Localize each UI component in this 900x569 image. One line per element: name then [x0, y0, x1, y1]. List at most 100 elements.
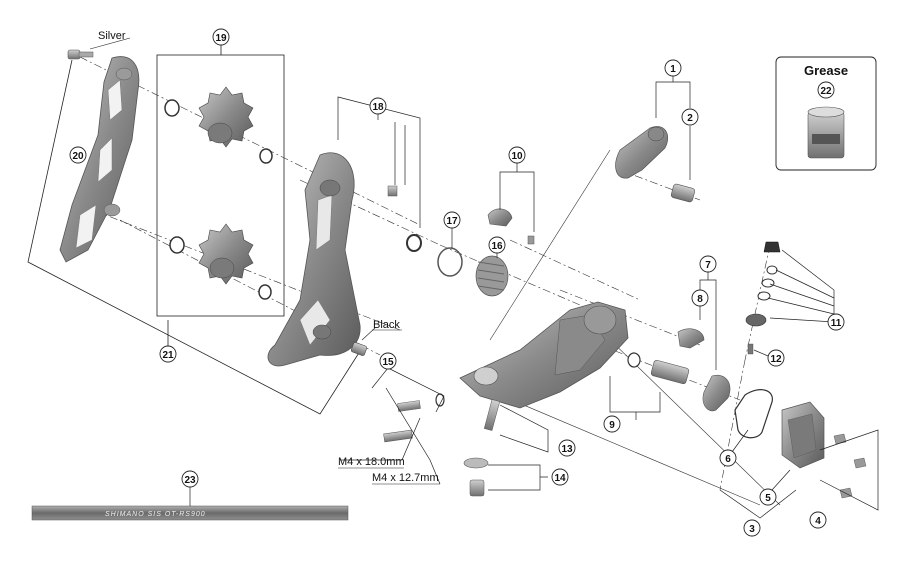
callout-8: 8: [697, 294, 703, 305]
callout-circle-8: [691, 289, 709, 307]
grease-jar: [807, 106, 845, 159]
callout-16: 16: [491, 241, 503, 252]
callout-10: 10: [511, 151, 523, 162]
callout-circle-13: [558, 439, 576, 457]
callout-circle-5: [759, 488, 777, 506]
callout-23: 23: [184, 475, 196, 486]
callout-circle-15: [379, 352, 397, 370]
callout-circle-19: [212, 28, 230, 46]
m4-18-label: M4 x 18.0mm: [338, 456, 405, 468]
upper-pulley: [164, 86, 273, 164]
callout-14: 14: [554, 473, 566, 484]
callout-numbers: 1 2 3 4 5 6 7 8 9 10 11 12 13 14 15 16 1…: [72, 33, 841, 535]
part-1-bracket-arm: [615, 126, 669, 179]
stack-11: [745, 241, 781, 327]
callout-circle-6: [719, 449, 737, 467]
screws-4: [833, 433, 867, 499]
callout-12: 12: [770, 354, 782, 365]
callout-circle-1: [664, 59, 682, 77]
bracket-4: [819, 429, 879, 511]
callout-circle-10: [508, 146, 526, 164]
bracket-14: [488, 464, 548, 491]
callout-6: 6: [725, 454, 731, 465]
outer-plate-20: [59, 56, 140, 263]
callout-circle-14: [551, 468, 569, 486]
thin-lines: [489, 149, 781, 506]
washer-18: [406, 234, 422, 252]
callout-9: 9: [609, 420, 615, 431]
callout-circle-21: [159, 345, 177, 363]
spring-ring-17: [437, 247, 463, 277]
callout-circle-22: [817, 81, 835, 99]
black-label: Black: [373, 319, 400, 331]
main-body: [459, 301, 629, 409]
leader-5: [771, 469, 791, 491]
bolts-15: [383, 393, 445, 443]
callout-circle-4: [809, 511, 827, 529]
callout-circle-2: [681, 108, 699, 126]
bracket-19-box: [156, 54, 285, 317]
inner-plate-18: [267, 152, 361, 367]
callout-13: 13: [561, 444, 573, 455]
callout-2: 2: [687, 113, 693, 124]
pin-12: [747, 343, 754, 355]
callout-4: 4: [815, 516, 821, 527]
spring-16: [475, 255, 509, 297]
cable-text: SHIMANO SIS OT-RS900: [105, 511, 206, 518]
bolt-13: [483, 399, 501, 431]
callout-circle-7: [699, 255, 717, 273]
bracket-11: [767, 249, 835, 323]
lower-pulley: [169, 223, 272, 300]
cover-3: [781, 401, 825, 469]
bracket-1-2: [655, 76, 691, 180]
callout-circle-17: [443, 211, 461, 229]
part-8: [677, 328, 705, 349]
callout-1: 1: [670, 64, 676, 75]
bracket-15: [371, 367, 445, 413]
axis-lines: [79, 56, 771, 491]
callout-21: 21: [162, 350, 174, 361]
grease-title: Grease: [804, 63, 848, 78]
part-14: [463, 457, 489, 497]
callout-circle-18: [369, 97, 387, 115]
callout-circle-20: [69, 146, 87, 164]
callout-15: 15: [382, 357, 394, 368]
callout-11: 11: [831, 318, 842, 329]
callout-circle-12: [767, 349, 785, 367]
callout-5: 5: [765, 493, 771, 504]
callout-19: 19: [215, 33, 227, 44]
bracket-10: [499, 163, 535, 232]
silver-label: Silver: [98, 30, 126, 42]
bracket-9: [609, 376, 661, 413]
callout-17: 17: [446, 216, 458, 227]
callout-circle-9: [603, 415, 621, 433]
bracket-21: [27, 59, 363, 415]
callout-circle-23: [181, 470, 199, 488]
part-10: [487, 208, 535, 245]
silver-bolt: [67, 49, 94, 60]
callout-22: 22: [820, 86, 832, 97]
callout-circle-3: [743, 519, 761, 537]
callout-circle-11: [827, 313, 845, 331]
callout-circle-16: [488, 236, 506, 254]
bracket-7-8: [699, 272, 717, 370]
m4-127-label: M4 x 12.7mm: [372, 472, 439, 484]
callout-3: 3: [749, 524, 755, 535]
cable-23: SHIMANO SIS OT-RS900: [31, 505, 349, 521]
callout-20: 20: [72, 151, 84, 162]
silver-leader: [89, 37, 131, 50]
callout-7: 7: [705, 260, 711, 271]
part-2-bolt: [670, 183, 696, 203]
bracket-13: [499, 404, 549, 453]
leader-m4: [340, 387, 441, 485]
seal-6: [734, 389, 773, 439]
leader-12: [753, 349, 769, 357]
pin-18: [387, 185, 398, 197]
bracket-3: [719, 489, 797, 519]
callout-18: 18: [372, 102, 384, 113]
part-9: [627, 352, 731, 412]
callouts: [69, 28, 845, 537]
black-bolt: [350, 342, 368, 356]
